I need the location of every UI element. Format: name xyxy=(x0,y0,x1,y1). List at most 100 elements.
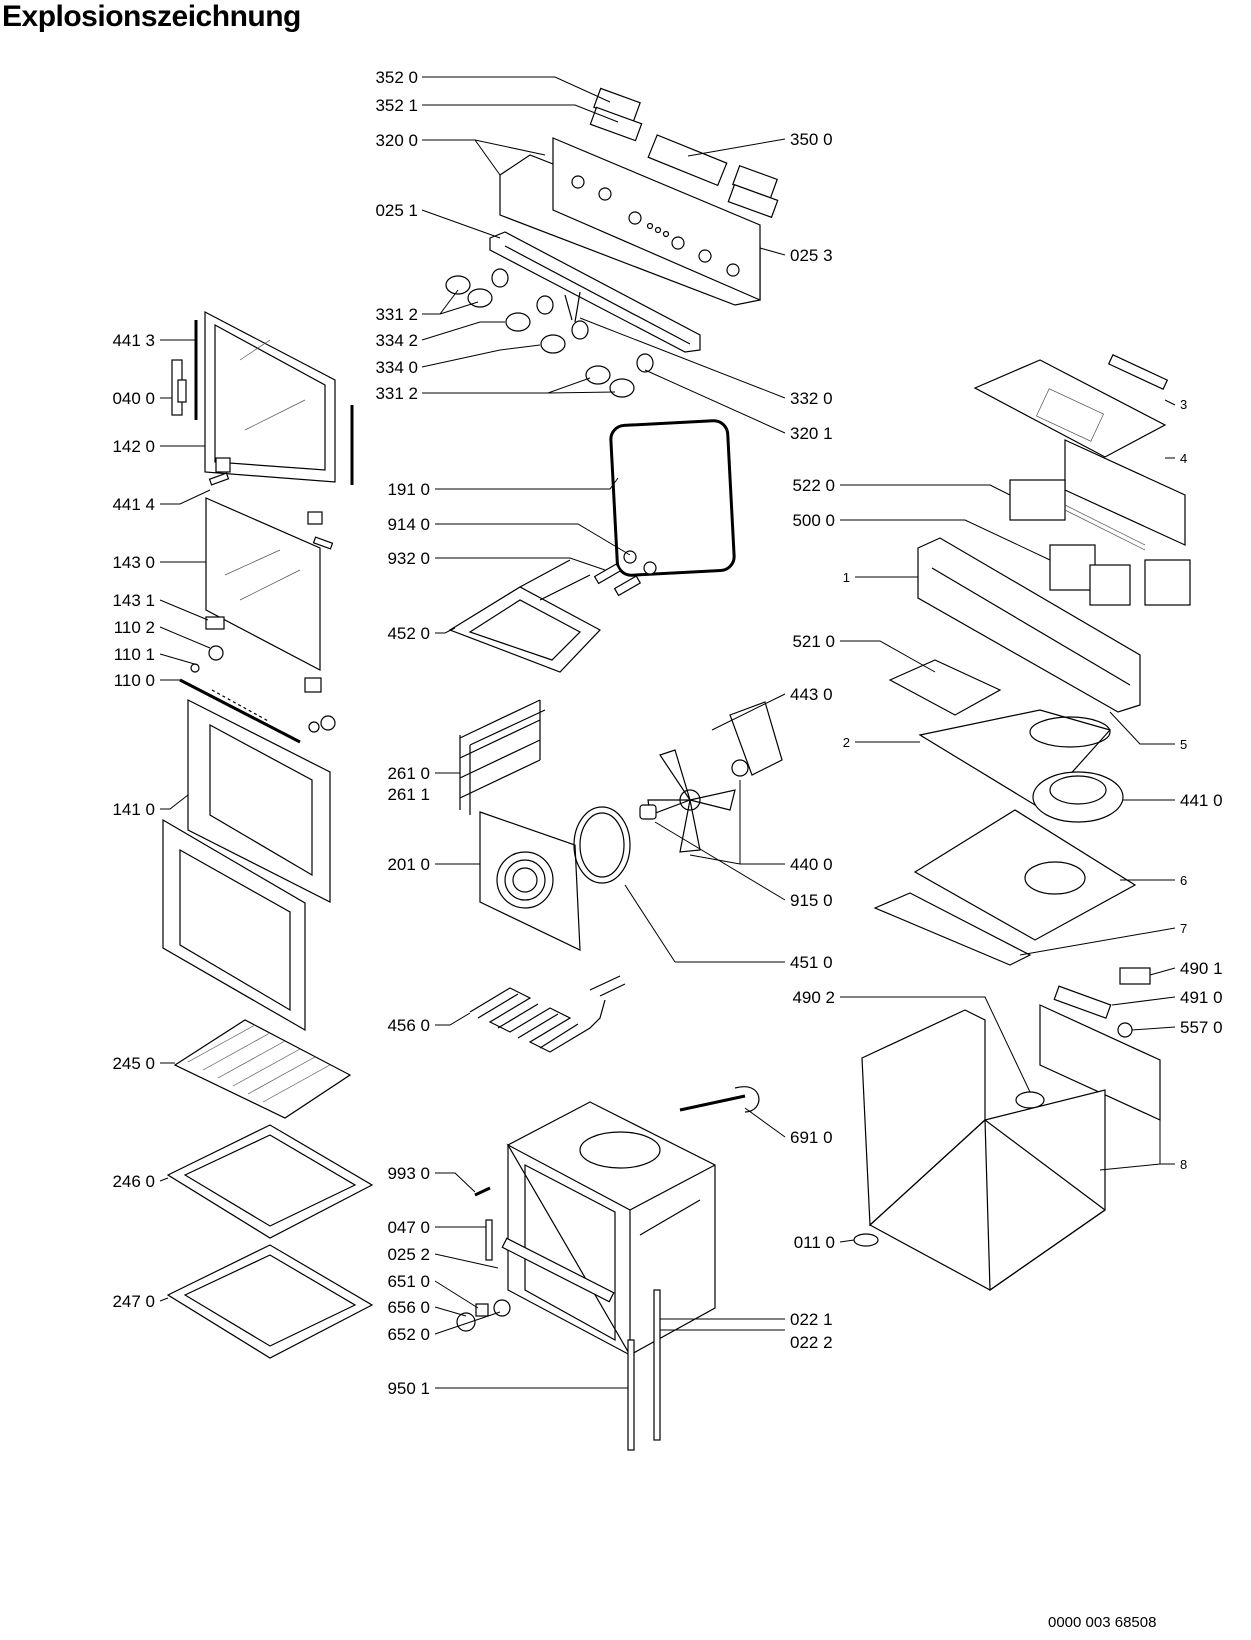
inner-glass-drawing xyxy=(205,497,321,671)
fan-motor-drawing xyxy=(729,701,783,777)
label-2: 2 xyxy=(843,735,850,750)
label-440-0: 440 0 xyxy=(790,855,833,874)
label-500-0: 500 0 xyxy=(792,511,835,530)
label-451-0: 451 0 xyxy=(790,953,833,972)
label-652-0: 652 0 xyxy=(387,1325,430,1344)
label-142-0: 142 0 xyxy=(112,437,155,456)
door-handle-drawing xyxy=(179,678,301,744)
lower-heater-drawing xyxy=(469,975,626,1053)
control-knobs-drawing xyxy=(445,268,654,398)
label-441-0: 441 0 xyxy=(1180,791,1223,810)
label-331-2b: 331 2 xyxy=(375,384,418,403)
panel-bracket-drawing xyxy=(489,231,701,353)
label-557-0: 557 0 xyxy=(1180,1018,1223,1037)
label-334-2: 334 2 xyxy=(375,331,418,350)
label-261-1: 261 1 xyxy=(387,785,430,804)
label-691-0: 691 0 xyxy=(790,1128,833,1147)
top-heater-drawing xyxy=(448,559,601,673)
fan-cover-drawing xyxy=(479,811,581,951)
ring-heater-drawing xyxy=(573,806,631,884)
front-frame-drawing xyxy=(917,537,1141,713)
label-320-1: 320 1 xyxy=(790,424,833,443)
label-110-2: 110 2 xyxy=(114,618,155,637)
label-7: 7 xyxy=(1180,921,1187,936)
label-025-2: 025 2 xyxy=(387,1245,430,1264)
meat-probe-drawing xyxy=(679,1086,760,1113)
label-352-1: 352 1 xyxy=(375,96,418,115)
part-labels: 352 0 352 1 320 0 025 1 331 2 334 2 334 … xyxy=(112,68,1222,1398)
label-110-0: 110 0 xyxy=(114,671,155,690)
label-047-0: 047 0 xyxy=(387,1218,430,1237)
door-hinge-drawing xyxy=(171,359,187,416)
label-201-0: 201 0 xyxy=(387,855,430,874)
label-245-0: 245 0 xyxy=(112,1054,155,1073)
label-332-0: 332 0 xyxy=(790,389,833,408)
label-490-2: 490 2 xyxy=(792,988,835,1007)
label-022-1: 022 1 xyxy=(790,1310,833,1329)
label-521-0: 521 0 xyxy=(792,632,835,651)
label-331-2a: 331 2 xyxy=(375,305,418,324)
label-110-1: 110 1 xyxy=(114,645,155,664)
baking-tray-247-drawing xyxy=(166,1244,374,1359)
label-025-1: 025 1 xyxy=(375,201,418,220)
label-352-0: 352 0 xyxy=(375,68,418,87)
rear-panel-drawing xyxy=(1064,439,1186,546)
top-cover-drawing xyxy=(973,353,1169,458)
electronic-board-drawing xyxy=(888,659,1002,716)
label-4: 4 xyxy=(1180,451,1187,466)
control-panel-drawing xyxy=(499,137,761,306)
baking-tray-246-drawing xyxy=(166,1124,374,1239)
door-small-parts-drawing xyxy=(190,457,336,733)
page-title: Explosionszeichnung xyxy=(2,0,301,33)
label-522-0: 522 0 xyxy=(792,476,835,495)
cavity-small-parts-drawing xyxy=(456,1186,615,1332)
label-011-0: 011 0 xyxy=(794,1233,835,1252)
wire-shelf-drawing xyxy=(173,1019,352,1119)
document-number: 0000 003 68508 xyxy=(1048,1614,1157,1631)
label-914-0: 914 0 xyxy=(387,515,430,534)
label-141-0: 141 0 xyxy=(112,800,155,819)
relay-modules-drawing xyxy=(1009,479,1191,606)
label-490-1: 490 1 xyxy=(1180,959,1223,978)
label-456-0: 456 0 xyxy=(387,1016,430,1035)
air-duct-drawing xyxy=(918,709,1112,809)
insulation-plate-drawing xyxy=(913,809,1137,941)
outer-door-drawing xyxy=(187,699,331,903)
label-261-0: 261 0 xyxy=(387,764,430,783)
label-143-0: 143 0 xyxy=(112,553,155,572)
label-932-0: 932 0 xyxy=(387,549,430,568)
label-656-0: 656 0 xyxy=(387,1298,430,1317)
label-143-1: 143 1 xyxy=(112,591,155,610)
label-993-0: 993 0 xyxy=(387,1164,430,1183)
foot-drawing xyxy=(853,1233,879,1247)
label-5: 5 xyxy=(1180,737,1187,752)
oven-rails-drawing xyxy=(627,1289,661,1451)
label-443-0: 443 0 xyxy=(790,685,833,704)
label-246-0: 246 0 xyxy=(112,1172,155,1191)
leader-lines xyxy=(159,76,1176,1389)
fan-blade-drawing xyxy=(639,749,736,853)
label-441-3: 441 3 xyxy=(112,331,155,350)
outer-casing-drawing xyxy=(861,1004,1161,1292)
label-025-3: 025 3 xyxy=(790,246,833,265)
bottom-cover-drawing xyxy=(873,892,1032,966)
door-frame-drawing xyxy=(194,311,354,485)
label-040-0: 040 0 xyxy=(112,389,155,408)
side-racks-drawing xyxy=(459,699,546,815)
label-191-0: 191 0 xyxy=(387,480,430,499)
label-247-0: 247 0 xyxy=(112,1292,155,1311)
label-441-4: 441 4 xyxy=(112,495,155,514)
oven-cavity-drawing xyxy=(506,1101,716,1358)
door-gasket-drawing xyxy=(609,419,736,577)
label-8: 8 xyxy=(1180,1157,1187,1172)
label-491-0: 491 0 xyxy=(1180,988,1223,1007)
label-320-0: 320 0 xyxy=(375,131,418,150)
label-3: 3 xyxy=(1180,397,1187,412)
label-1: 1 xyxy=(843,570,850,585)
thermostat-springs-drawing xyxy=(593,550,657,597)
label-452-0: 452 0 xyxy=(387,624,430,643)
label-651-0: 651 0 xyxy=(387,1272,430,1291)
label-334-0: 334 0 xyxy=(375,358,418,377)
label-022-2: 022 2 xyxy=(790,1333,833,1352)
